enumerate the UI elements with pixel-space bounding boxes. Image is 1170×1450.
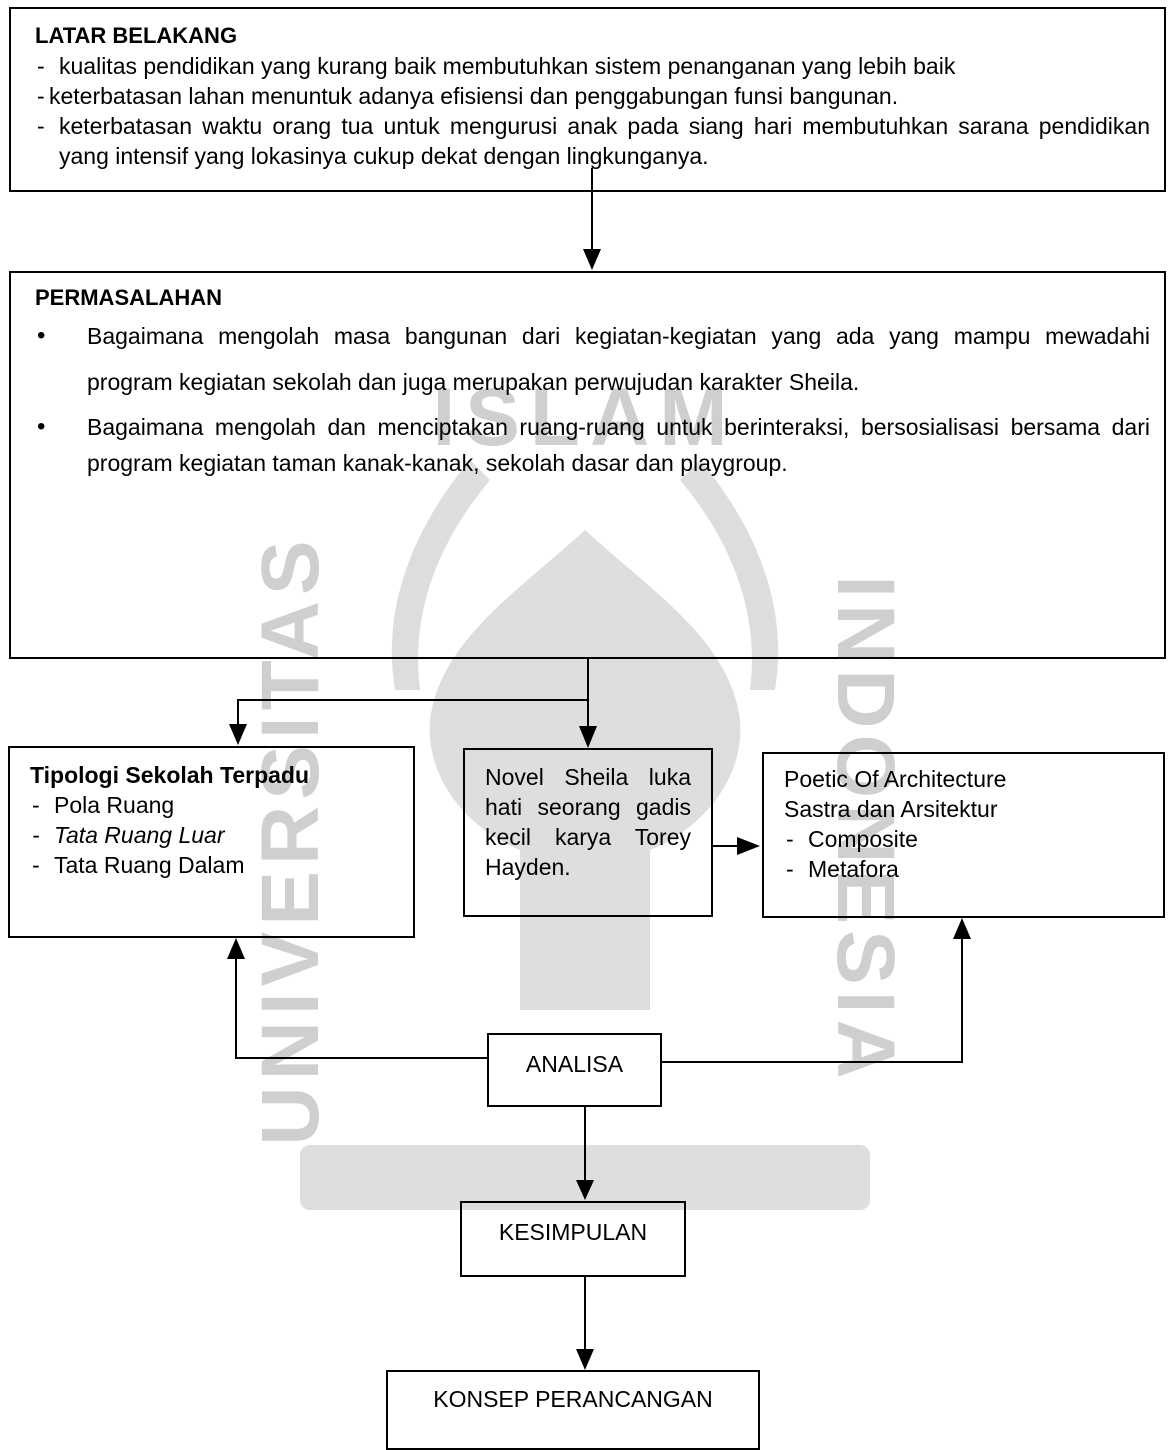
konsep-label: KONSEP PERANCANGAN — [433, 1386, 713, 1412]
connector-analisa-tipologi — [235, 958, 487, 1059]
latar-item: kualitas pendidikan yang kurang baik mem… — [35, 51, 1150, 81]
poetic-item: Metafora — [784, 854, 1153, 884]
analisa-label: ANALISA — [525, 1051, 624, 1077]
arrowhead-to-kesimpulan — [576, 1180, 594, 1200]
analisa-box: ANALISA — [487, 1033, 662, 1107]
latar-belakang-box: LATAR BELAKANG kualitas pendidikan yang … — [9, 7, 1166, 192]
tipologi-item: Tata Ruang Dalam — [30, 850, 403, 880]
tipologi-box: Tipologi Sekolah Terpadu Pola Ruang Tata… — [8, 746, 415, 938]
poetic-item: Composite — [784, 824, 1153, 854]
arrowhead-to-permasalahan — [583, 249, 601, 270]
arrowhead-to-novel — [579, 726, 597, 748]
latar-item: keterbatasan lahan menuntuk adanya efisi… — [35, 81, 1150, 111]
kesimpulan-label: KESIMPULAN — [498, 1219, 648, 1245]
connector-analisa-poetic — [662, 935, 963, 1063]
permasalahan-box: PERMASALAHAN Bagaimana mengolah masa ban… — [9, 271, 1166, 659]
latar-item: keterbatasan waktu orang tua untuk mengu… — [35, 111, 1150, 171]
novel-text: Novel Sheila luka hati seorang gadis kec… — [485, 764, 691, 880]
kesimpulan-box: KESIMPULAN — [460, 1201, 686, 1277]
permasalahan-list: Bagaimana mengolah masa bangunan dari ke… — [35, 313, 1150, 481]
connector-permasalahan-split — [237, 658, 589, 728]
latar-belakang-list: kualitas pendidikan yang kurang baik mem… — [35, 51, 1150, 171]
permasalahan-heading: PERMASALAHAN — [35, 285, 222, 310]
latar-belakang-heading: LATAR BELAKANG — [35, 23, 238, 48]
poetic-line2: Sastra dan Arsitektur — [784, 796, 998, 822]
konsep-box: KONSEP PERANCANGAN — [386, 1370, 760, 1450]
arrowhead-to-poetic — [737, 837, 760, 855]
arrowhead-up-to-poetic — [953, 918, 971, 939]
tipologi-heading: Tipologi Sekolah Terpadu — [30, 762, 310, 788]
poetic-line1: Poetic Of Architecture — [784, 766, 1007, 792]
poetic-list: Composite Metafora — [784, 824, 1153, 884]
tipologi-list: Pola Ruang Tata Ruang Luar Tata Ruang Da… — [30, 790, 403, 880]
arrowhead-to-tipologi — [229, 724, 247, 745]
poetic-box: Poetic Of Architecture Sastra dan Arsite… — [762, 752, 1165, 918]
tipologi-item: Pola Ruang — [30, 790, 403, 820]
permasalahan-item: Bagaimana mengolah dan menciptakan ruang… — [35, 409, 1150, 481]
novel-box: Novel Sheila luka hati seorang gadis kec… — [463, 748, 713, 917]
arrowhead-up-to-tipologi — [227, 938, 245, 959]
tipologi-item: Tata Ruang Luar — [30, 820, 403, 850]
permasalahan-item: Bagaimana mengolah masa bangunan dari ke… — [35, 313, 1150, 405]
arrowhead-to-konsep — [576, 1349, 594, 1370]
